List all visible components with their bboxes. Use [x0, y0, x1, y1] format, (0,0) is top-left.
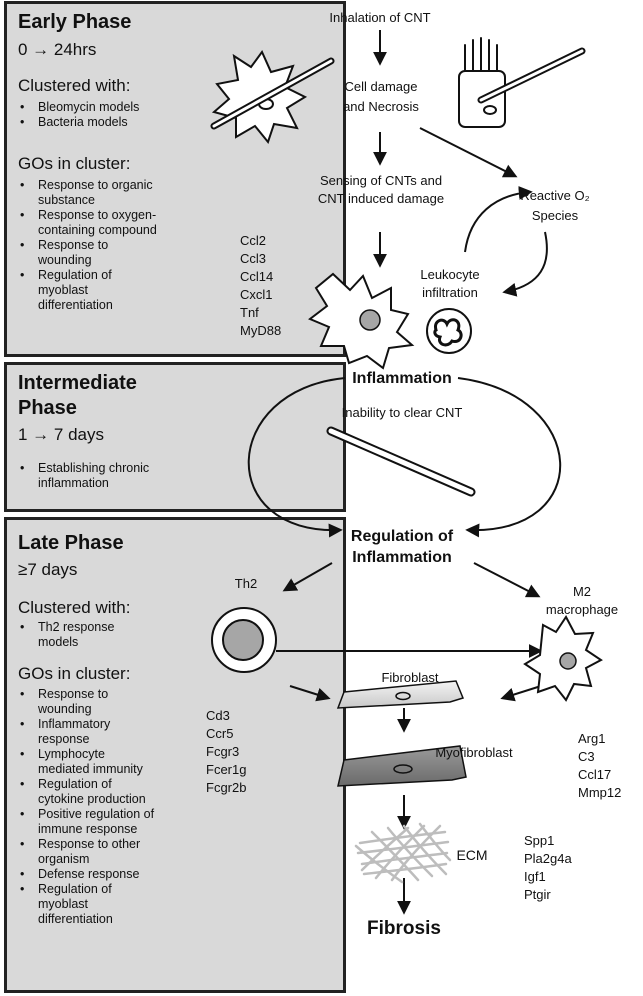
m2-macrophage-label: M2 macrophage	[545, 584, 619, 617]
macrophage-cnt-icon	[210, 50, 335, 145]
list-item: Lymphocyte mediated immunity	[18, 747, 158, 777]
list-item: Establishing chronic inflammation	[18, 461, 158, 491]
arrow-m2-to-fibroblast	[500, 685, 542, 702]
ecm-genes: Spp1 Pla2g4a Igf1 Ptgir	[524, 832, 572, 904]
gene-label: MyD88	[240, 323, 282, 338]
myofibroblast-icon	[337, 745, 467, 787]
fibroblast-icon	[336, 680, 465, 709]
list-item: Defense response	[18, 867, 158, 882]
late-phase-panel: Late Phase ≥7 days Clustered with: Th2 r…	[4, 517, 346, 993]
list-item: Th2 response models	[18, 620, 158, 650]
early-clustered-list: Bleomycin models Bacteria models	[18, 100, 158, 130]
gene-label: Cd3	[206, 708, 230, 723]
list-item: Positive regulation of immune response	[18, 807, 158, 837]
ecm-label: ECM	[456, 847, 488, 863]
m2-genes: Arg1 C3 Ccl17 Mmp12	[578, 730, 621, 802]
late-clustered-list: Th2 response models	[18, 620, 158, 650]
late-clustered-heading: Clustered with:	[18, 598, 131, 617]
gene-label: Pla2g4a	[524, 851, 572, 866]
list-item: Inflammatory response	[18, 717, 158, 747]
early-phase-panel: Early Phase 0 → 24hrs Clustered with: Bl…	[4, 1, 346, 357]
list-item: Bacteria models	[18, 115, 158, 130]
m2-macrophage-icon	[523, 615, 603, 702]
th2-genes: Cd3 Ccr5 Fcgr3 Fcer1g Fcgr2b	[206, 707, 246, 797]
arrow-leukocyte-to-ros	[464, 185, 533, 253]
arrow-regulation-to-m2	[473, 562, 541, 598]
gene-label: Fcgr3	[206, 744, 240, 759]
arrow-regulation-to-th2	[282, 562, 333, 592]
th2-label: Th2	[234, 576, 258, 591]
late-phase-title: Late Phase	[18, 532, 124, 554]
list-item: Response to oxygen-containing compound	[18, 208, 158, 238]
early-phase-title: Early Phase	[18, 11, 132, 33]
cell-damage-label: Cell damage and Necrosis	[343, 79, 419, 114]
gene-label: Fcer1g	[206, 762, 247, 777]
epithelial-cnt-icon	[458, 37, 586, 128]
gene-label: Ccr5	[206, 726, 234, 741]
list-item: Bleomycin models	[18, 100, 158, 115]
arrow-cycle-right	[457, 377, 562, 538]
list-item: Regulation of cytokine production	[18, 777, 158, 807]
early-clustered-heading: Clustered with:	[18, 76, 131, 95]
list-item: Response to wounding	[18, 238, 158, 268]
gene-label: Spp1	[524, 833, 555, 848]
gene-label: Fcgr2b	[206, 780, 247, 795]
cnt-rod-icon	[326, 426, 476, 497]
gene-label: Mmp12	[578, 785, 622, 800]
gene-label: C3	[578, 749, 595, 764]
ecm-mesh-icon	[354, 822, 452, 884]
gene-label: Ccl3	[240, 251, 267, 266]
list-item: Regulation of myoblast differentiation	[18, 268, 158, 313]
ros-label: Reactive O₂ Species	[520, 188, 590, 223]
late-gos-list: Response to wounding Inflammatory respon…	[18, 687, 158, 927]
gene-label: Igf1	[524, 869, 546, 884]
myofibroblast-label: Myofibroblast	[435, 745, 513, 760]
early-gos-list: Response to organic substance Response t…	[18, 178, 158, 313]
gene-label: Ccl17	[578, 767, 612, 782]
inflammation-macrophage-icon	[308, 272, 415, 370]
th2-cell-icon	[211, 607, 277, 673]
intermediate-phase-time: 1 → 7 days	[18, 425, 104, 444]
fibroblast-label: Fibroblast	[381, 670, 439, 685]
leukocyte-icon	[426, 308, 472, 354]
fibrosis-label: Fibrosis	[367, 918, 441, 939]
inability-label: Inability to clear CNT	[341, 405, 463, 420]
intermediate-list: Establishing chronic inflammation	[18, 461, 158, 491]
inflammation-genes: Ccl2 Ccl3 Ccl14 Cxcl1 Tnf MyD88	[240, 232, 281, 340]
early-gos-heading: GOs in cluster:	[18, 154, 131, 173]
regulation-label: Regulation of Inflammation	[350, 528, 454, 566]
gene-label: Cxcl1	[240, 287, 273, 302]
sensing-label: Sensing of CNTs and CNT induced damage	[317, 173, 445, 206]
early-phase-time: 0 → 24hrs	[18, 40, 97, 59]
inflammation-label: Inflammation	[352, 370, 452, 387]
leukocyte-label: Leukocyte infiltration	[420, 267, 480, 300]
late-phase-time: ≥7 days	[18, 560, 78, 579]
arrow-ros-to-leukocyte	[502, 231, 548, 297]
gene-label: Ccl2	[240, 233, 267, 248]
arrow-damage-to-ros	[419, 127, 518, 178]
arrow-th2-to-fibroblast	[289, 685, 331, 702]
inhalation-label: Inhalation of CNT	[329, 10, 431, 25]
list-item: Response to other organism	[18, 837, 158, 867]
list-item: Response to organic substance	[18, 178, 158, 208]
late-gos-heading: GOs in cluster:	[18, 664, 131, 683]
intermediate-phase-panel: Intermediate Phase 1 → 7 days Establishi…	[4, 362, 346, 512]
list-item: Response to wounding	[18, 687, 158, 717]
gene-label: Tnf	[240, 305, 259, 320]
list-item: Regulation of myoblast differentiation	[18, 882, 158, 927]
intermediate-phase-title-2: Phase	[18, 397, 77, 419]
arrow-cycle-left	[247, 377, 346, 538]
gene-label: Ptgir	[524, 887, 551, 902]
gene-label: Arg1	[578, 731, 606, 746]
gene-label: Ccl14	[240, 269, 274, 284]
intermediate-phase-title: Intermediate	[18, 372, 137, 394]
